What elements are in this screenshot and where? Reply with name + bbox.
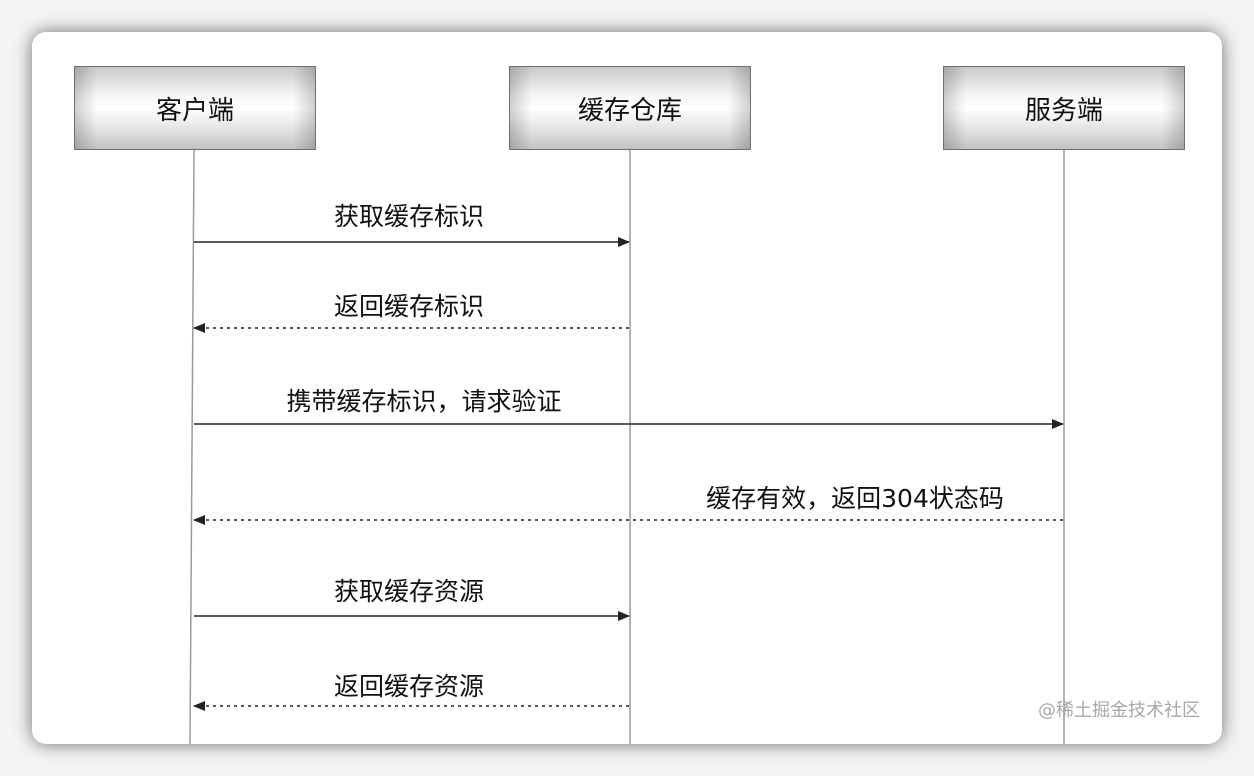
message-label-5: 获取缓存资源 xyxy=(333,577,485,606)
diagram-frame: 客户端 缓存仓库 服务端 获取缓存标识 返回缓存标识 携带缓存标识，请求验证 缓… xyxy=(32,32,1222,744)
participant-client: 客户端 xyxy=(74,66,316,150)
sequence-diagram-canvas xyxy=(189,149,1065,744)
message-label-4: 缓存有效，返回304状态码 xyxy=(706,484,1004,513)
message-label-1: 获取缓存标识 xyxy=(333,202,485,231)
participant-server: 服务端 xyxy=(943,66,1185,150)
participant-cache-label: 缓存仓库 xyxy=(577,95,682,126)
participant-client-label: 客户端 xyxy=(155,95,234,126)
participant-cache: 缓存仓库 xyxy=(509,66,751,150)
participant-server-label: 服务端 xyxy=(1024,95,1103,126)
watermark: @稀土掘金技术社区 xyxy=(1038,700,1200,721)
message-label-2: 返回缓存标识 xyxy=(333,292,485,321)
lifeline-client xyxy=(189,149,195,744)
message-label-3: 携带缓存标识，请求验证 xyxy=(286,387,562,416)
message-label-6: 返回缓存资源 xyxy=(333,672,485,701)
